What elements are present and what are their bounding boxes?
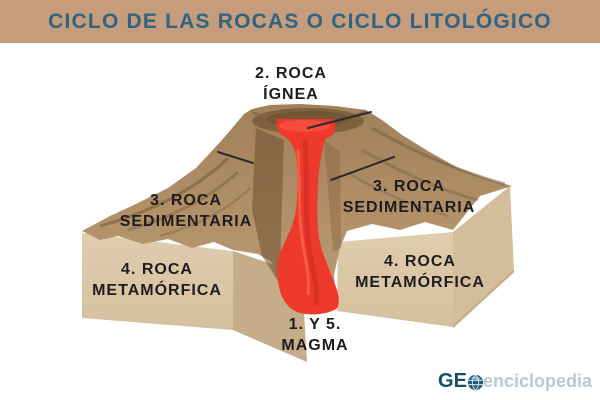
label-roca-sedimentaria-left: 3. ROCA SEDIMENTARIA [120,190,253,232]
label-magma: 1. Y 5. MAGMA [281,314,348,356]
label-roca-metamorfica-right: 4. ROCA METAMÓRFICA [355,251,485,293]
label-line: 2. ROCA [255,65,327,82]
label-roca-ignea: 2. ROCA ÍGNEA [255,63,327,105]
label-line: METAMÓRFICA [92,282,222,299]
label-roca-metamorfica-left: 4. ROCA METAMÓRFICA [92,259,222,301]
cone-cut-shadow-left [252,128,300,312]
cone-cut-shadow-right [324,140,341,252]
strata-line [361,148,479,202]
logo-suffix: enciclopedia [482,371,592,391]
label-line: 1. Y 5. [288,316,342,333]
metamorphic-block-left-front [82,233,233,330]
label-line: 4. ROCA [384,253,456,270]
label-line: SEDIMENTARIA [119,213,253,230]
block-right-shadow-edge [452,270,515,328]
page-title: CICLO DE LAS ROCAS O CICLO LITOLÓGICO [48,9,552,33]
globe-icon [467,374,484,391]
title-bar: CICLO DE LAS ROCAS O CICLO LITOLÓGICO [0,0,600,43]
pointer-line-sedimentaria-left [217,151,254,164]
strata-line [349,172,449,218]
label-line: ÍGNEA [263,86,319,103]
label-line: 4. ROCA [121,261,193,278]
strata-line [127,170,240,232]
metamorphic-block-left-cutface [233,251,307,362]
metamorphic-block-right-front [337,232,453,327]
metamorphic-block-right-side [453,186,514,327]
magma-conduit [276,119,339,315]
magma-pool-highlight [279,120,331,132]
geoenciclopedia-logo: GE enciclopedia [438,370,592,393]
label-line: 3. ROCA [373,178,445,195]
pointer-line-ignea [307,111,372,129]
magma-dark-streak [302,139,319,306]
strata-line [159,187,251,238]
label-line: SEDIMENTARIA [342,199,476,216]
label-roca-sedimentaria-right: 3. ROCA SEDIMENTARIA [343,176,476,218]
label-line: METAMÓRFICA [355,274,485,291]
magma-light-streak [296,149,310,296]
label-line: 3. ROCA [150,192,222,209]
logo-prefix: GE [438,370,467,392]
strata-line [99,156,230,228]
pointer-line-sedimentaria-right [330,156,395,181]
strata-line [371,126,506,186]
label-line: MAGMA [281,337,349,354]
